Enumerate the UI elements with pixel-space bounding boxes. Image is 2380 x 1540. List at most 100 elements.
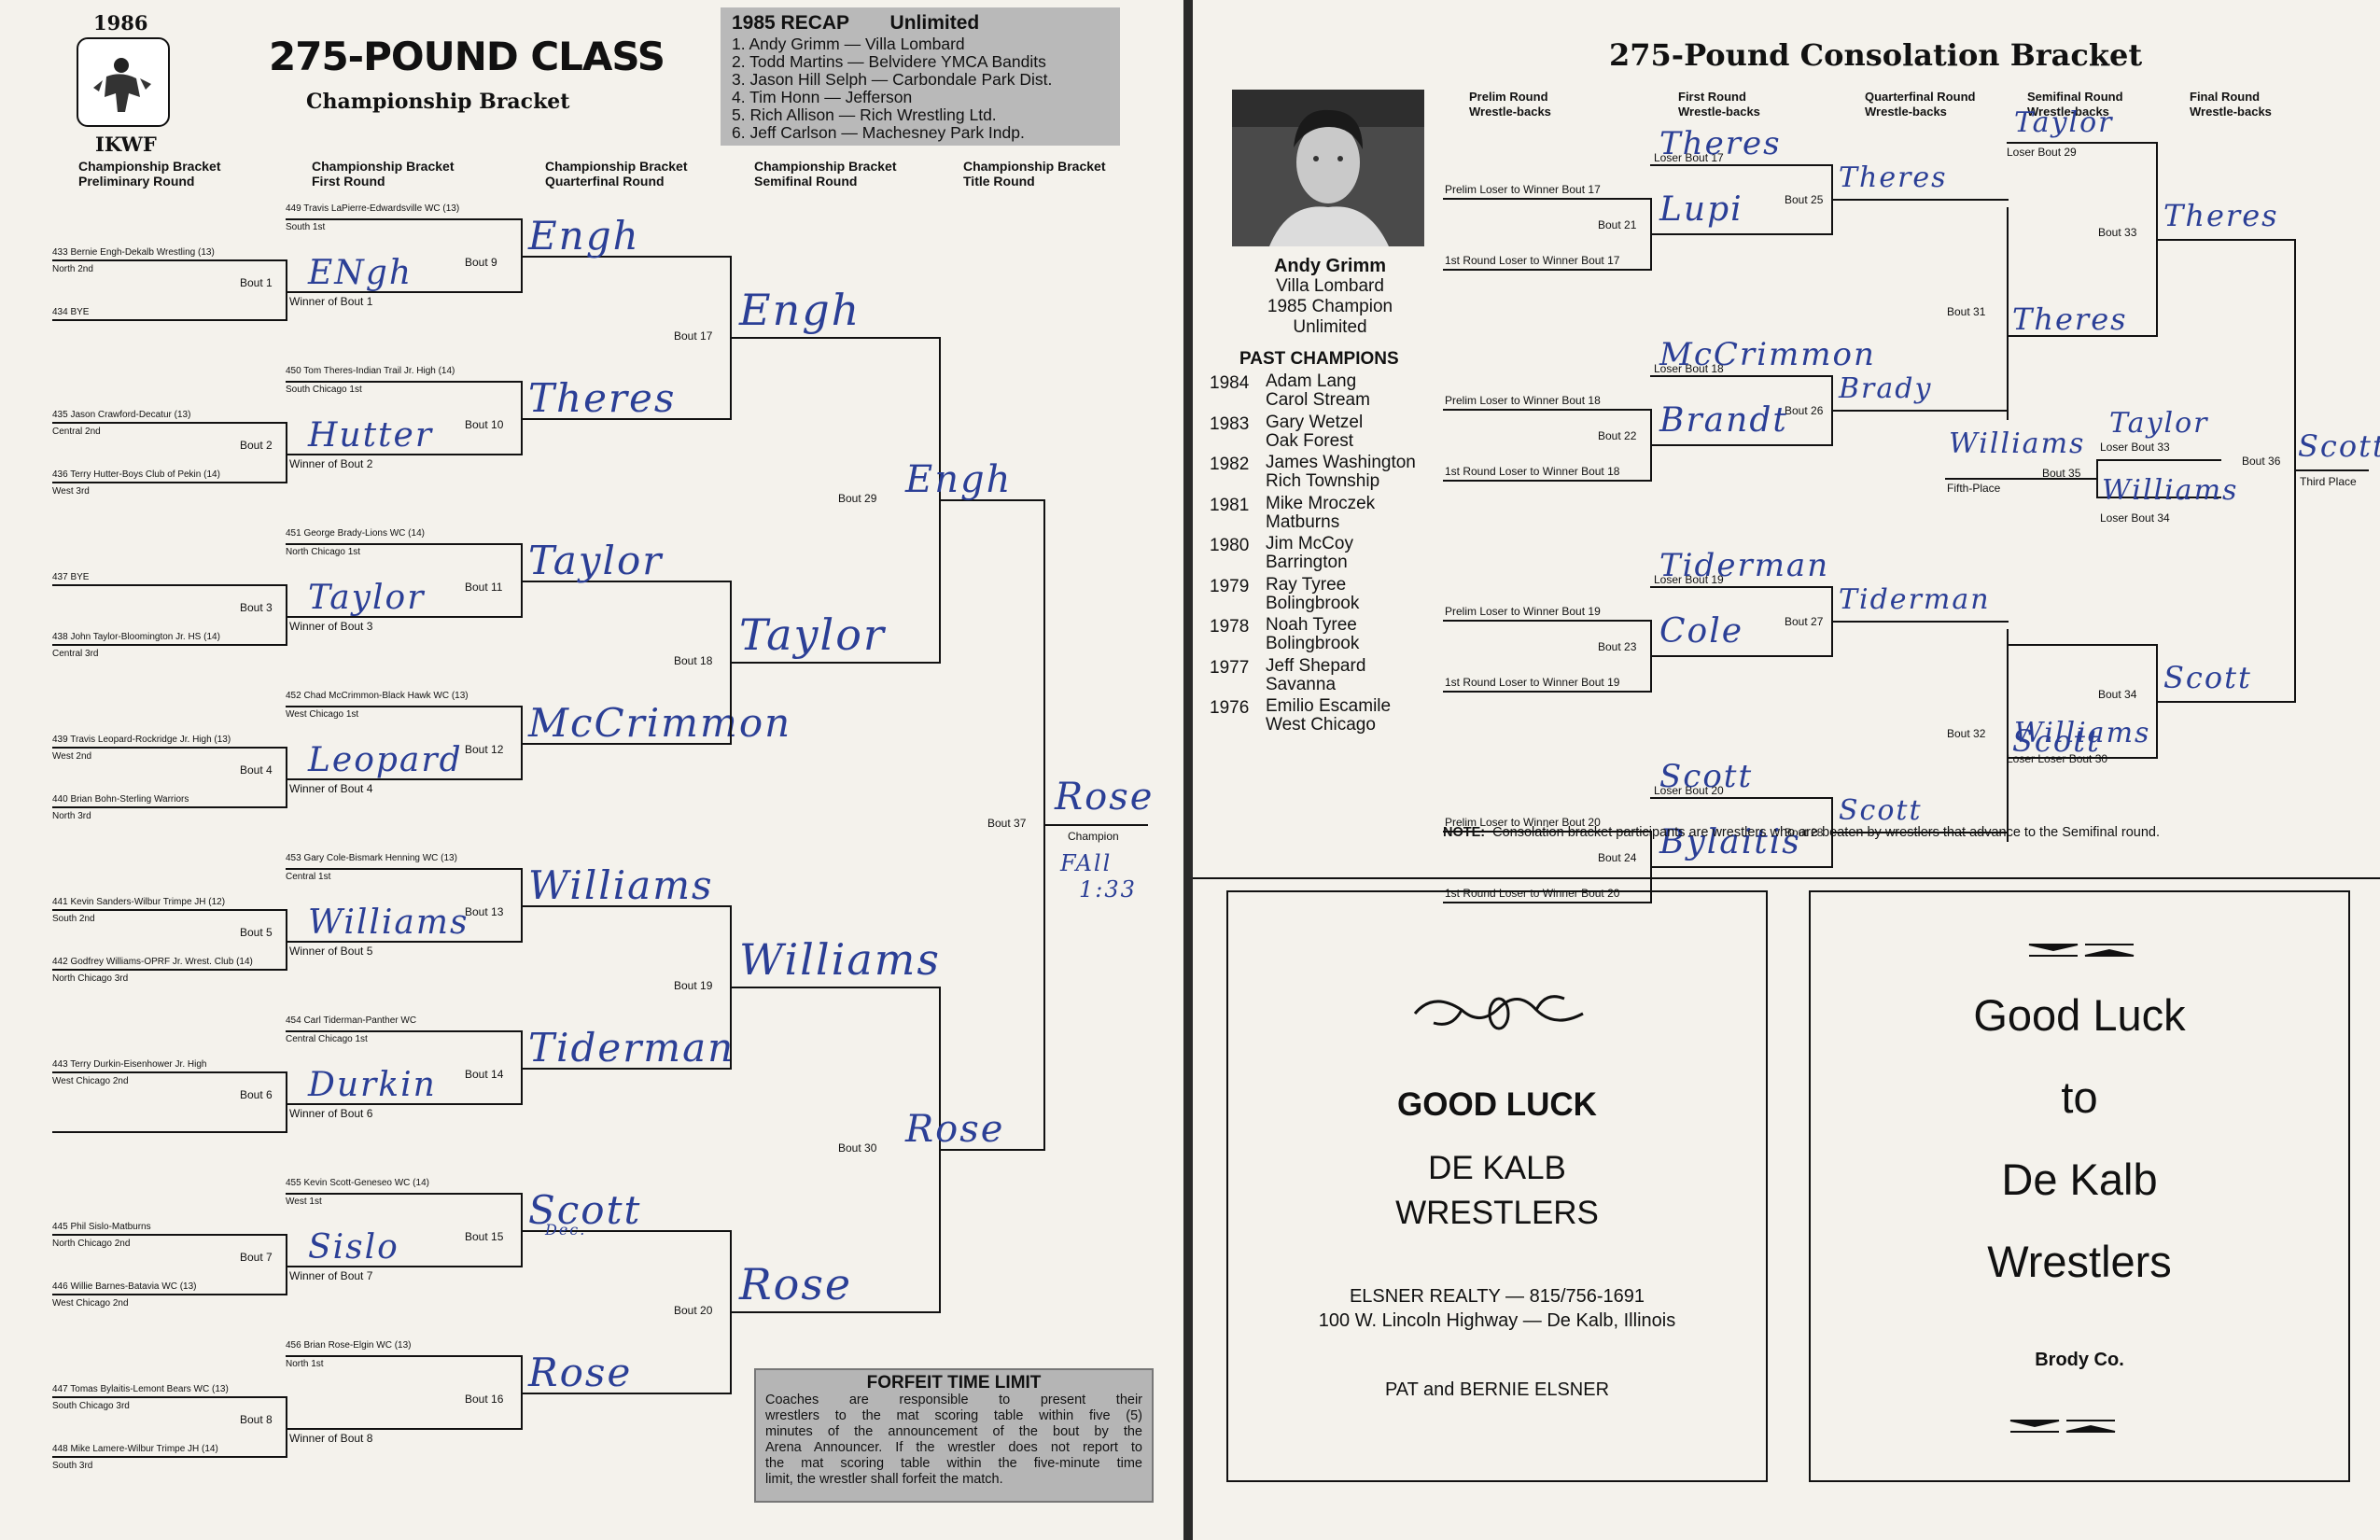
wrestleback-label: 1st Round Loser to Winner Bout 19: [1445, 676, 1620, 689]
bracket-line: [1443, 480, 1652, 482]
competitor-name: 442 Godfrey Williams-OPRF Jr. Wrest. Clu…: [52, 957, 253, 967]
bracket-line: [286, 584, 287, 646]
recap-item: 3. Jason Hill Selph — Carbondale Park Di…: [732, 70, 1053, 89]
bracket-line: [52, 1131, 286, 1133]
loser-label: Loser Loser Bout 30: [2007, 752, 2108, 765]
bracket-line: [1650, 866, 1833, 868]
competitor-place: North Chicago 1st: [286, 547, 361, 557]
bout-label: Bout 1: [240, 276, 273, 289]
loser-label: Loser Bout 29: [2007, 146, 2077, 159]
bracket-line: [52, 806, 286, 808]
forfeit-line: limit, the wrestler shall forfeit the ma…: [765, 1472, 1003, 1487]
ad1-line1: DE KALB: [1428, 1150, 1566, 1186]
recap-division: Unlimited: [889, 12, 980, 34]
competitor-place: Central Chicago 1st: [286, 1034, 368, 1044]
bracket-line: [1650, 655, 1833, 657]
ad2-line4: Wrestlers: [1987, 1237, 2172, 1286]
competitor-place: South 1st: [286, 222, 326, 232]
bracket-line: [2007, 644, 2158, 646]
competitor-name: 451 George Brady-Lions WC (14): [286, 528, 425, 539]
past-year: 1978: [1210, 617, 1250, 637]
bracket-line: [521, 1230, 730, 1232]
competitor-name: 438 John Taylor-Bloomington Jr. HS (14): [52, 632, 220, 642]
competitor-name: 455 Kevin Scott-Geneseo WC (14): [286, 1178, 429, 1188]
past-year: 1977: [1210, 657, 1250, 678]
handwritten-name: Williams: [2014, 717, 2151, 749]
recap-item: 6. Jeff Carlson — Machesney Park Indp.: [732, 123, 1025, 142]
bout-label: Bout 23: [1598, 640, 1637, 653]
bracket-line: [2007, 335, 2158, 337]
champion-school: Villa Lombard: [1276, 276, 1384, 296]
competitor-place: South 2nd: [52, 914, 95, 924]
bout-label: Bout 33: [2098, 225, 2137, 239]
recap-title: 1985 RECAP: [732, 12, 849, 34]
fifth-place-handwritten: Williams: [1949, 427, 2086, 460]
handwritten-name: Tiderman: [528, 1025, 735, 1071]
bout-label: Bout 27: [1785, 615, 1824, 628]
bout-label: Bout 28: [1785, 826, 1824, 839]
bout-label: Bout 4: [240, 763, 273, 777]
bracket-line: [286, 291, 523, 293]
bout-label: Bout 35: [2042, 467, 2081, 480]
bracket-line: [2098, 497, 2221, 498]
bracket-line: [52, 1456, 286, 1458]
bracket-line: [286, 909, 287, 971]
recap-item: 5. Rich Allison — Rich Wrestling Ltd.: [732, 105, 997, 124]
bracket-line: [2294, 469, 2369, 471]
bout-label: Bout 14: [465, 1068, 504, 1081]
past-school: Barrington: [1266, 553, 1348, 572]
forfeit-line: minutes of the announcement of the bout …: [765, 1424, 1142, 1439]
bracket-line: [52, 1294, 286, 1295]
bracket-line: [2098, 459, 2221, 461]
bracket-line: [2007, 142, 2158, 144]
past-name: Noah Tyree: [1266, 615, 1357, 635]
page-title: 275-POUND CLASS: [269, 34, 665, 79]
winner-label: Winner of Bout 4: [289, 782, 373, 795]
handwritten-name: Bylaitis: [1659, 823, 1801, 861]
competitor-place: North 3rd: [52, 811, 91, 821]
bout-label: Bout 11: [465, 581, 503, 594]
bracket-line: [2096, 459, 2098, 498]
bracket-line: [286, 747, 287, 808]
forfeit-box: FORFEIT TIME LIMIT Coaches are responsib…: [754, 1368, 1154, 1503]
champion-label: Champion: [1068, 830, 1119, 843]
handwritten-name: Durkin: [308, 1066, 437, 1104]
past-name: Jim McCoy: [1266, 534, 1353, 553]
note-text: Consolation bracket participants are wre…: [1492, 825, 2161, 840]
recap-item: 4. Tim Honn — Jefferson: [732, 88, 913, 106]
wrestleback-label: Prelim Loser to Winner Bout 19: [1445, 605, 1601, 618]
competitor-name: 448 Mike Lamere-Wilbur Trimpe JH (14): [52, 1444, 218, 1454]
handwritten-name: Rose: [739, 1259, 853, 1309]
competitor-place: South Chicago 1st: [286, 385, 362, 395]
bracket-line: [2007, 207, 2009, 420]
competitor-place: West Chicago 1st: [286, 709, 359, 720]
recap-item: 2. Todd Martins — Belvidere YMCA Bandits: [732, 52, 1046, 71]
loser-label: Loser Bout 19: [1654, 573, 1724, 586]
competitor-name: 449 Travis LaPierre-Edwardsville WC (13): [286, 203, 460, 214]
handwritten-name: Leopard: [308, 741, 463, 779]
past-school: Bolingbrook: [1266, 593, 1360, 613]
bout-label: Bout 26: [1785, 404, 1824, 417]
bracket-line: [1443, 269, 1652, 271]
org-label: IKWF: [95, 133, 157, 156]
winner-label: Winner of Bout 5: [289, 945, 373, 958]
bout-label: Bout 15: [465, 1230, 504, 1243]
loser-label: Loser Bout 17: [1654, 151, 1724, 164]
bracket-line: [286, 706, 523, 707]
competitor-place: North 1st: [286, 1359, 324, 1369]
past-year: 1979: [1210, 576, 1250, 596]
bracket-line: [286, 1428, 523, 1430]
competitor-place: West Chicago 2nd: [52, 1298, 129, 1309]
bracket-line: [286, 616, 523, 618]
handwritten-name: Williams: [2102, 474, 2239, 507]
competitor-name: 436 Terry Hutter-Boys Club of Pekin (14): [52, 469, 220, 480]
bracket-line: [1443, 831, 1652, 833]
wrestleback-label: Prelim Loser to Winner Bout 20: [1445, 816, 1601, 829]
bracket-line: [521, 905, 730, 907]
past-name: Gary Wetzel: [1266, 412, 1364, 432]
